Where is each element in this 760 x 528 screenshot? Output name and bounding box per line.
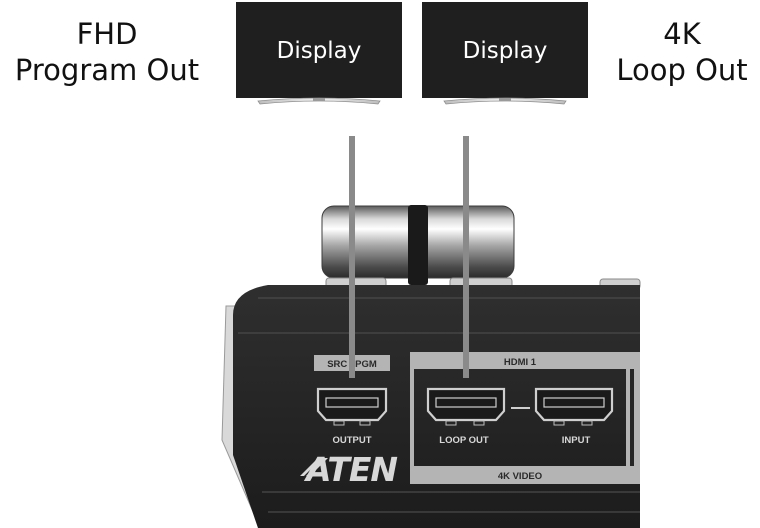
monitor-1-label: Display bbox=[277, 38, 362, 64]
4k-video-footer: 4K VIDEO bbox=[498, 471, 542, 482]
output-port-label: OUTPUT bbox=[332, 435, 371, 446]
monitor-2-stand-foot bbox=[499, 98, 511, 101]
hdmi-port-input bbox=[534, 387, 614, 426]
input-port-label: INPUT bbox=[562, 435, 591, 446]
aten-brand-text: ATEN bbox=[303, 450, 397, 489]
hdmi-port-loop-out bbox=[426, 387, 506, 426]
monitor-2-label: Display bbox=[463, 38, 548, 64]
fader-bar bbox=[321, 205, 641, 291]
fhd-program-out-label: FHD Program Out bbox=[0, 16, 214, 88]
display-monitor-1: Display bbox=[236, 2, 402, 105]
aten-logo: ATEN bbox=[300, 450, 398, 489]
display-monitor-2: Display bbox=[422, 2, 588, 105]
hdmi-frame-right-gap bbox=[630, 369, 634, 466]
hdmi-port-output bbox=[316, 387, 388, 426]
hdmi-1-title: HDMI 1 bbox=[504, 357, 537, 368]
monitor-2-screen bbox=[422, 2, 588, 98]
fader-center-handle bbox=[408, 205, 428, 285]
4k-label: 4K bbox=[663, 17, 701, 51]
aten-logo-speed-stripes bbox=[300, 458, 328, 476]
loop-out-port-label: LOOP OUT bbox=[439, 435, 489, 446]
aten-device: SRC / PGM HDMI 1 4K VIDEO OUTPUT LOOP OU… bbox=[221, 285, 640, 528]
monitor-1-screen bbox=[236, 2, 402, 98]
hdmi-group-frame bbox=[410, 352, 630, 484]
program-out-label: Program Out bbox=[14, 53, 200, 87]
4k-loop-out-label: 4K Loop Out bbox=[604, 16, 760, 88]
fhd-label: FHD bbox=[76, 17, 138, 51]
loop-out-label: Loop Out bbox=[616, 53, 748, 87]
hdmi-frame-right-edge bbox=[630, 352, 640, 484]
monitor-1-stand-foot bbox=[313, 98, 325, 101]
